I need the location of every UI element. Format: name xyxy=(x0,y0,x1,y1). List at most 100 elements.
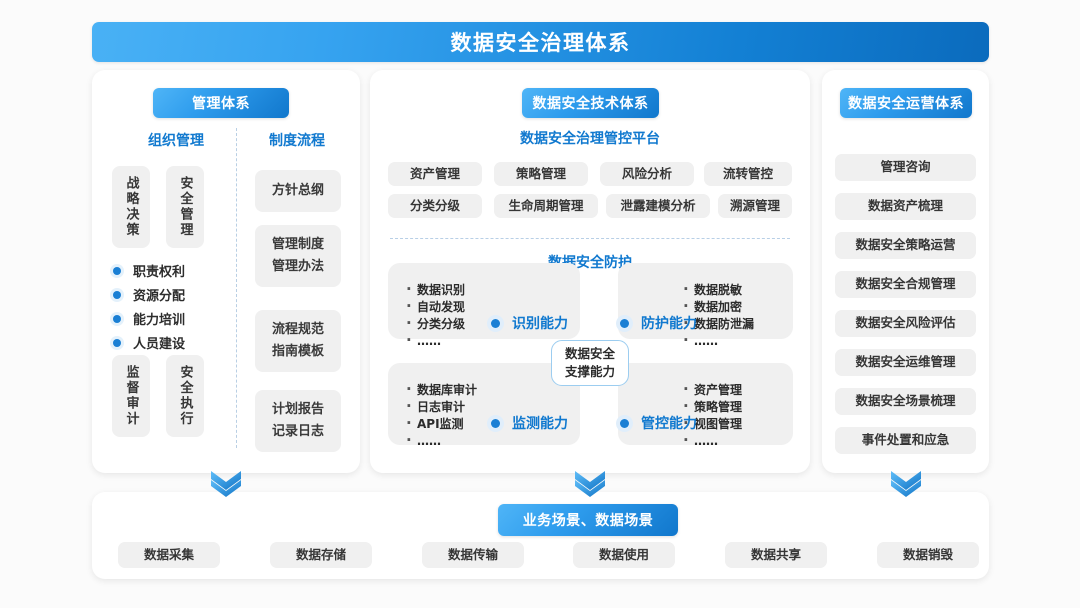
badge-technical-system: 数据安全技术体系 xyxy=(522,88,659,118)
process-box-line: 流程规范 xyxy=(271,321,324,337)
badge-scenarios: 业务场景、数据场景 xyxy=(498,504,678,536)
bullet-dot-icon xyxy=(110,263,124,278)
panel-technical-system: 数据安全技术体系 数据安全治理管控平台 资产管理 策略管理 风险分析 流转管控 … xyxy=(370,70,810,473)
list-item: 策略管理 xyxy=(681,396,742,417)
list-item: API监测 xyxy=(404,413,477,434)
vertical-box-supervision-audit: 监督审计 xyxy=(112,355,150,437)
scenario-chip: 数据共享 xyxy=(725,542,827,568)
list-item-label: 资源分配 xyxy=(133,289,186,304)
capability-dot-icon xyxy=(487,314,504,332)
column-heading-process: 制度流程 xyxy=(269,133,325,149)
bullet-dot-icon xyxy=(110,287,124,302)
scenario-chip: 数据传输 xyxy=(422,542,524,568)
platform-chip: 泄露建模分析 xyxy=(606,194,710,218)
platform-chip: 策略管理 xyxy=(494,162,588,186)
capability-dot-icon xyxy=(487,414,504,432)
page-title: 数据安全治理体系 xyxy=(450,31,631,55)
quadrant-list-monitor: 数据库审计 日志审计 API监测 …… xyxy=(404,379,477,451)
list-item: 分类分级 xyxy=(404,313,465,334)
list-item: …… xyxy=(404,430,477,451)
double-chevron-down-icon xyxy=(891,471,921,497)
scenario-chip: 数据采集 xyxy=(118,542,220,568)
process-box-policy: 方针总纲 xyxy=(255,170,341,212)
operations-item: 数据安全合规管理 xyxy=(835,271,976,298)
capability-label-text: 管控能力 xyxy=(641,416,697,432)
capability-label-protect: 防护能力 xyxy=(616,313,697,333)
operations-item: 数据安全策略运营 xyxy=(835,232,976,259)
list-item: 视图管理 xyxy=(681,413,742,434)
list-item: 数据库审计 xyxy=(404,379,477,400)
capability-label-control: 管控能力 xyxy=(616,413,697,433)
list-item-label: 能力培训 xyxy=(133,313,186,328)
bullet-dot-icon xyxy=(110,311,124,326)
vertical-box-security-exec: 安全执行 xyxy=(166,355,204,437)
capability-dot-icon xyxy=(616,314,633,332)
scenario-chip: 数据使用 xyxy=(573,542,675,568)
list-item: …… xyxy=(681,330,754,351)
badge-management-system: 管理体系 xyxy=(153,88,289,118)
operations-item: 数据资产梳理 xyxy=(835,193,976,220)
platform-chip: 溯源管理 xyxy=(718,194,792,218)
process-box-standards: 流程规范 指南模板 xyxy=(255,310,341,372)
list-item: 日志审计 xyxy=(404,396,477,417)
process-box-regulations: 管理制度 管理办法 xyxy=(255,225,341,287)
process-box-line: 计划报告 xyxy=(271,401,324,417)
capability-label-identify: 识别能力 xyxy=(487,313,568,333)
operations-item: 数据安全场景梳理 xyxy=(835,388,976,415)
list-item: 人员建设 xyxy=(110,333,185,352)
process-box-line: 记录日志 xyxy=(271,424,324,439)
core-line: 数据安全 xyxy=(564,345,615,361)
capability-label-monitor: 监测能力 xyxy=(487,413,568,433)
list-item: 资源分配 xyxy=(110,285,185,304)
scenario-chip: 数据存储 xyxy=(270,542,372,568)
list-item: 自动发现 xyxy=(404,296,465,317)
diagram-header: 数据安全治理体系 xyxy=(92,22,989,62)
scenario-chip: 数据销毁 xyxy=(877,542,979,568)
section-divider xyxy=(390,238,790,239)
platform-chip: 风险分析 xyxy=(600,162,694,186)
panel-management-system: 管理体系 组织管理 制度流程 战略决策 安全管理 监督审计 安全执行 职责权利 … xyxy=(92,70,360,473)
quadrant-list-control: 资产管理 策略管理 视图管理 …… xyxy=(681,379,742,451)
platform-chip: 资产管理 xyxy=(388,162,482,186)
bullet-dot-icon xyxy=(110,335,124,350)
list-item: 职责权利 xyxy=(110,261,185,280)
platform-chip: 生命周期管理 xyxy=(494,194,598,218)
vertical-box-security-mgmt: 安全管理 xyxy=(166,166,204,248)
list-item: 数据防泄漏 xyxy=(681,313,754,334)
list-item: …… xyxy=(681,430,742,451)
quadrant-list-identify: 数据识别 自动发现 分类分级 …… xyxy=(404,279,465,351)
column-divider xyxy=(236,128,237,448)
capability-label-text: 监测能力 xyxy=(512,416,568,432)
list-item: 资产管理 xyxy=(681,379,742,400)
operations-item: 数据安全运维管理 xyxy=(835,349,976,376)
core-line: 支撑能力 xyxy=(564,364,615,379)
platform-title: 数据安全治理管控平台 xyxy=(520,131,660,147)
list-item: 能力培训 xyxy=(110,309,185,328)
platform-chip: 流转管控 xyxy=(704,162,792,186)
column-heading-organization: 组织管理 xyxy=(148,133,204,149)
process-box-line: 管理制度 xyxy=(271,236,324,252)
capability-label-text: 识别能力 xyxy=(512,316,568,332)
operations-item: 事件处置和应急 xyxy=(835,427,976,454)
operations-item: 管理咨询 xyxy=(835,154,976,181)
list-item: 数据脱敏 xyxy=(681,279,754,300)
quadrant-list-protect: 数据脱敏 数据加密 数据防泄漏 …… xyxy=(681,279,754,351)
process-box-reports: 计划报告 记录日志 xyxy=(255,390,341,452)
panel-scenarios: 业务场景、数据场景 数据采集 数据存储 数据传输 数据使用 数据共享 数据销毁 xyxy=(92,492,989,579)
double-chevron-down-icon xyxy=(211,471,241,497)
vertical-box-strategy: 战略决策 xyxy=(112,166,150,248)
capability-dot-icon xyxy=(616,414,633,432)
double-chevron-down-icon xyxy=(575,471,605,497)
list-item: 数据加密 xyxy=(681,296,754,317)
list-item: 数据识别 xyxy=(404,279,465,300)
process-box-line: 指南模板 xyxy=(271,344,324,359)
process-box-line: 方针总纲 xyxy=(271,182,324,198)
platform-chip: 分类分级 xyxy=(388,194,482,218)
list-item-label: 人员建设 xyxy=(133,337,186,352)
operations-item: 数据安全风险评估 xyxy=(835,310,976,337)
list-item: …… xyxy=(404,330,465,351)
list-item-label: 职责权利 xyxy=(133,265,186,280)
badge-operations-system: 数据安全运营体系 xyxy=(840,88,972,118)
process-box-line: 管理办法 xyxy=(271,259,324,274)
